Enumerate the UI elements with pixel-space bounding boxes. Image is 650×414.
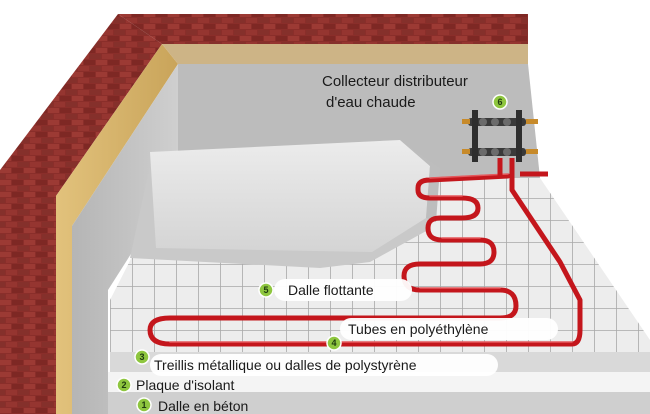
badge-6-number: 6 [497,97,502,107]
badge-6: 6 [492,94,508,110]
callout-mesh: 3 Treillis métallique ou dalles de polys… [134,349,498,376]
brick-wall [0,14,528,414]
label-insulation-board: Plaque d'isolant [136,377,235,393]
heating-pipe-highlight [169,173,573,343]
callout-floating-slab: 5 Dalle flottante [258,279,412,301]
callout-insulation-board: 2 Plaque d'isolant [116,377,235,393]
badge-1-number: 1 [141,400,146,410]
badge-3-number: 3 [139,352,144,362]
wall-insulation [56,44,528,414]
badge-2-number: 2 [121,380,126,390]
callout-concrete-slab: 1 Dalle en béton [136,397,248,414]
collector-label-line2: d'eau chaude [326,94,416,111]
manifold-collector [462,110,548,190]
label-floating-slab: Dalle flottante [288,282,374,298]
label-mesh: Treillis métallique ou dalles de polysty… [154,357,417,373]
callout-pipes: Tubes en polyéthylène 4 [326,318,558,351]
badge-4-number: 4 [331,338,336,348]
label-pipes: Tubes en polyéthylène [348,321,489,337]
label-concrete-slab: Dalle en béton [158,398,248,414]
badge-5-number: 5 [263,285,268,295]
heating-pipe [147,173,583,347]
floating-slab [130,140,440,268]
collector-label-line1: Collecteur distributeur [322,73,468,90]
